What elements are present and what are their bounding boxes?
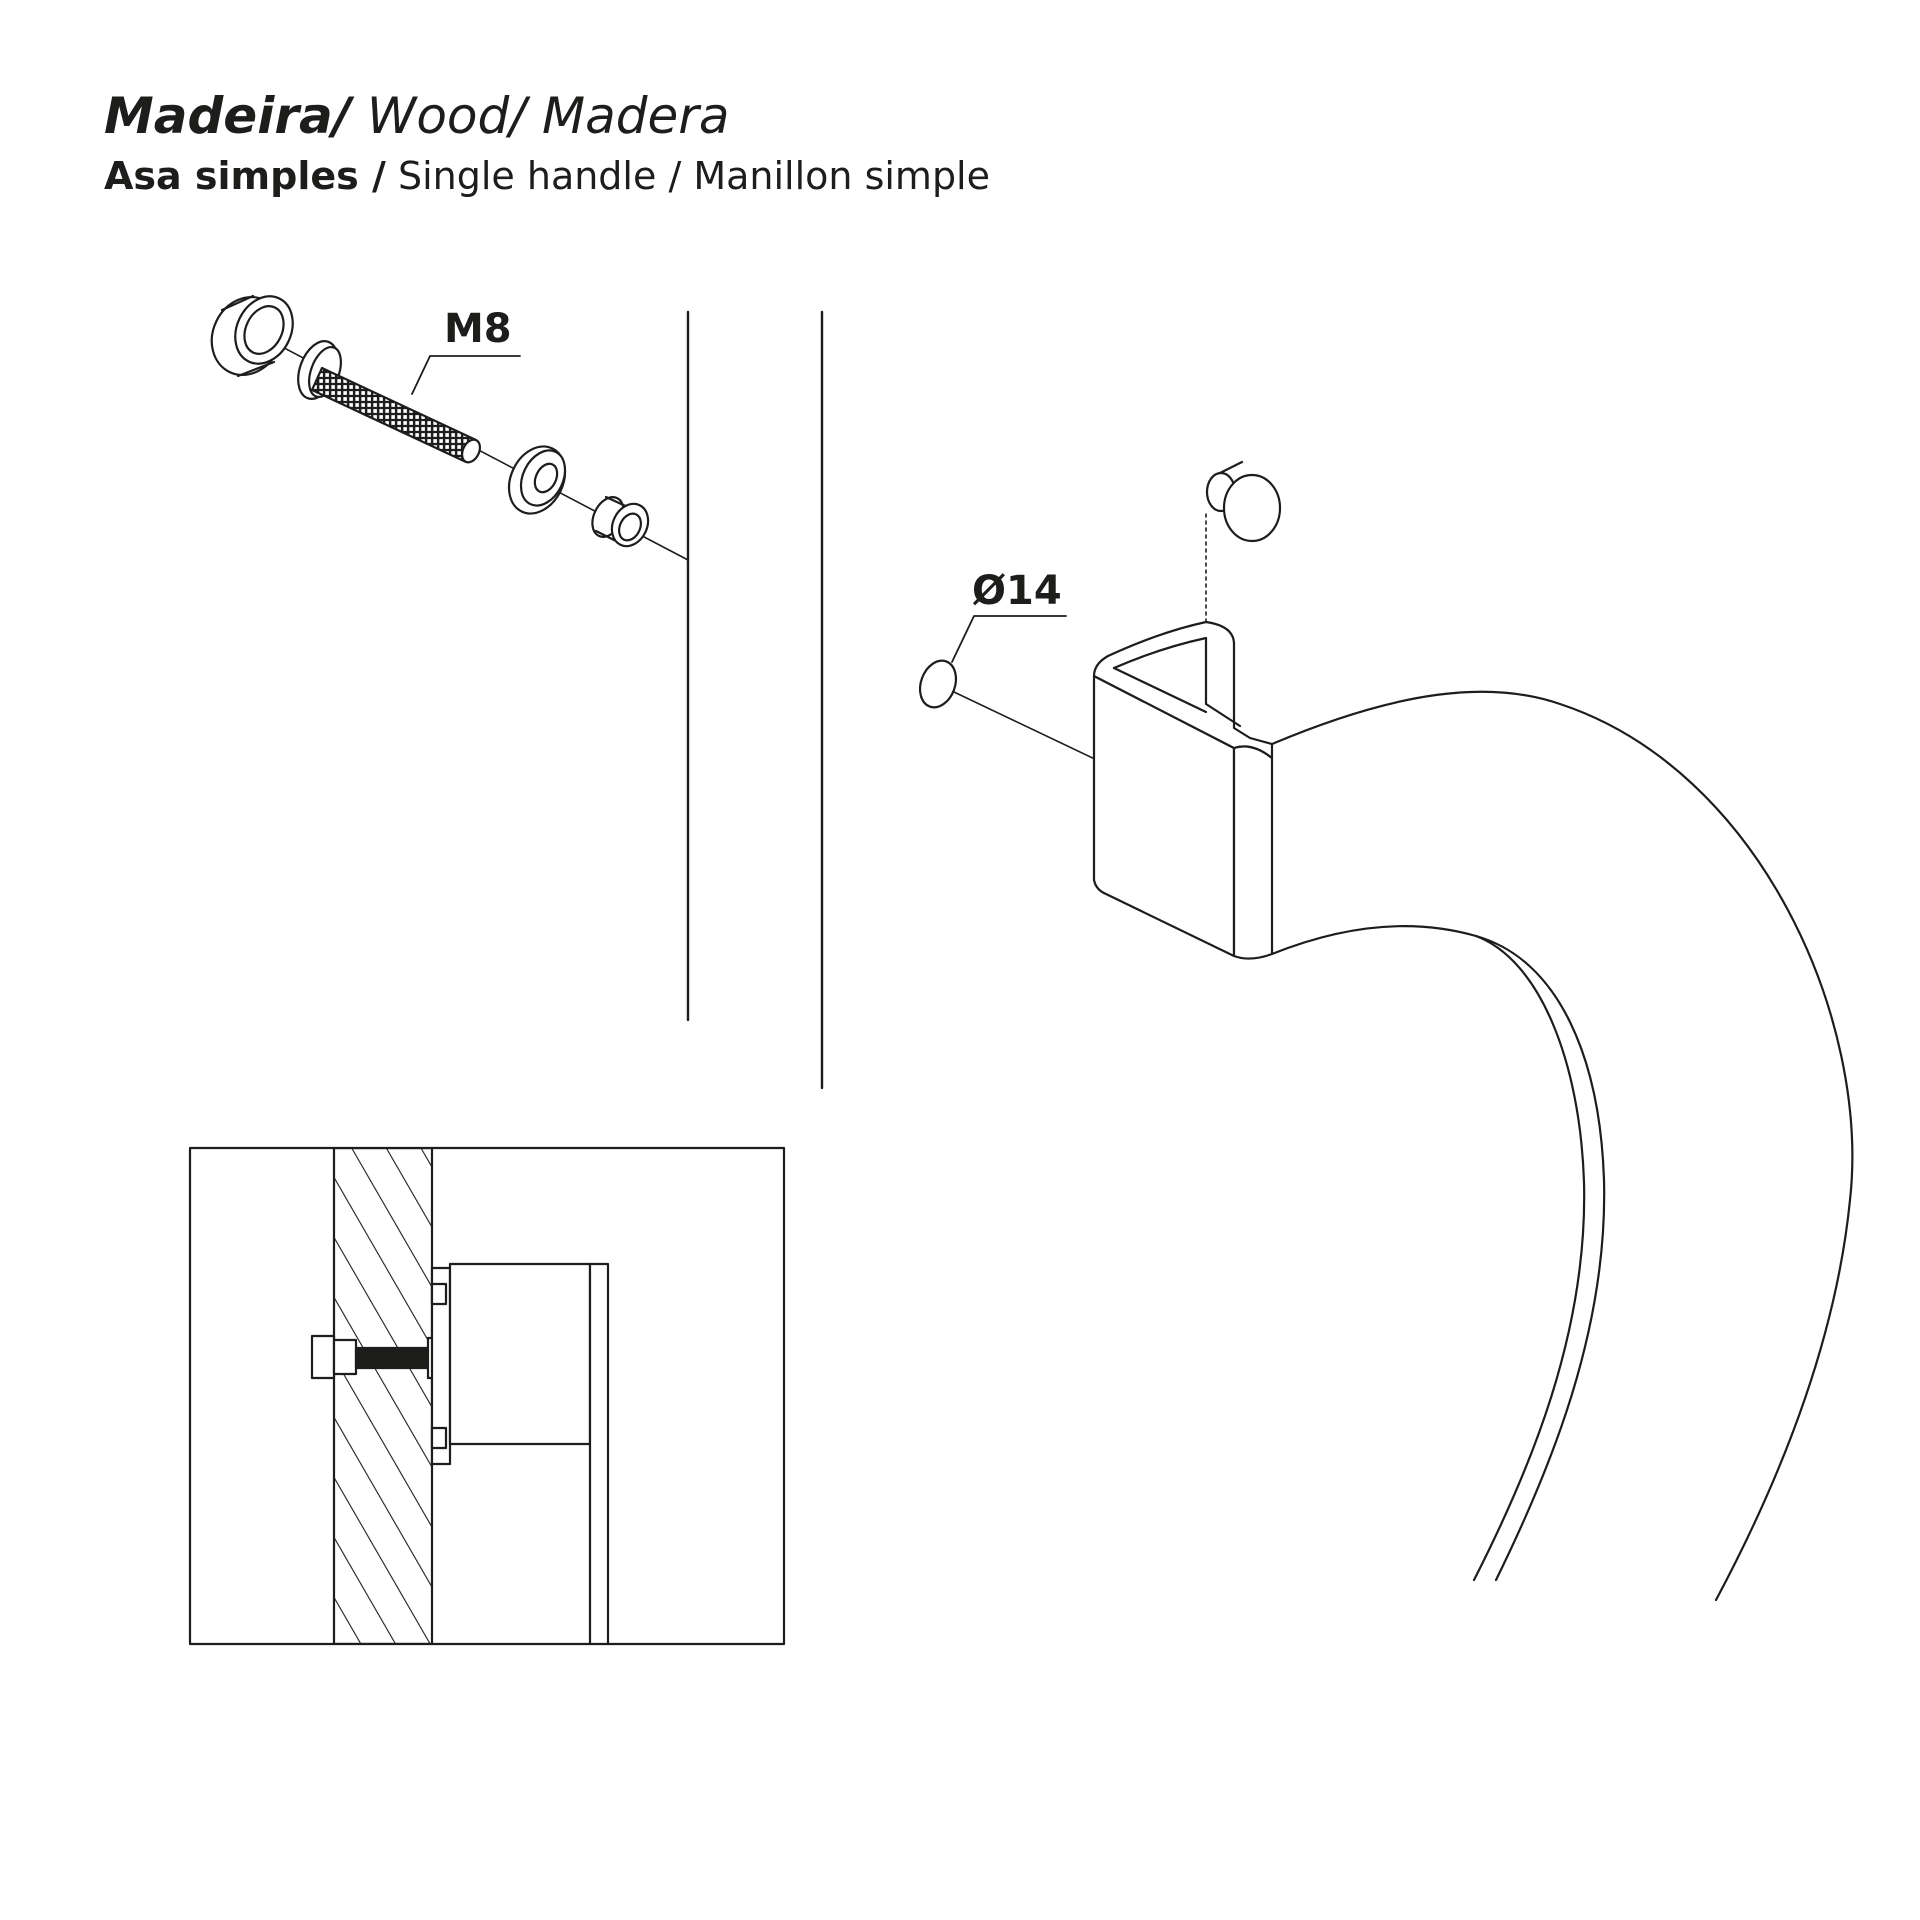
handle-curved-bar bbox=[1270, 690, 1854, 1602]
threaded-rod bbox=[354, 1346, 430, 1370]
hatched-door-panel bbox=[334, 1148, 432, 1644]
exploded-fixing-view: M8 bbox=[210, 294, 824, 1090]
subtitle-primary: Asa simples / bbox=[104, 154, 386, 198]
flange-nut-icon bbox=[507, 445, 567, 515]
hole-14-icon bbox=[918, 659, 958, 709]
page-subtitle: Asa simples / Single handle / Manillon s… bbox=[104, 152, 990, 200]
plug-icon bbox=[1205, 460, 1282, 543]
diameter-leader-line bbox=[951, 615, 1067, 663]
screw-icon bbox=[310, 366, 482, 464]
handle-isometric-view: Ø14 bbox=[918, 460, 1854, 1602]
m8-leader-line bbox=[411, 355, 521, 395]
cross-section-detail bbox=[188, 1146, 786, 1646]
bolt-head bbox=[310, 1334, 336, 1380]
title-secondary: Wood/ Madera bbox=[351, 87, 730, 145]
m8-label: M8 bbox=[444, 306, 512, 352]
subtitle-secondary: Single handle / Manillon simple bbox=[385, 154, 990, 198]
title-primary: Madeira/ bbox=[104, 87, 351, 145]
handle-block bbox=[448, 1262, 592, 1446]
page-title: Madeira/ Wood/ Madera bbox=[104, 86, 729, 146]
sleeve-icon bbox=[591, 495, 650, 548]
handle-bar-section bbox=[588, 1262, 610, 1644]
diameter-label: Ø14 bbox=[972, 568, 1062, 614]
mounting-block bbox=[1092, 620, 1274, 960]
cap-icon bbox=[210, 294, 294, 378]
